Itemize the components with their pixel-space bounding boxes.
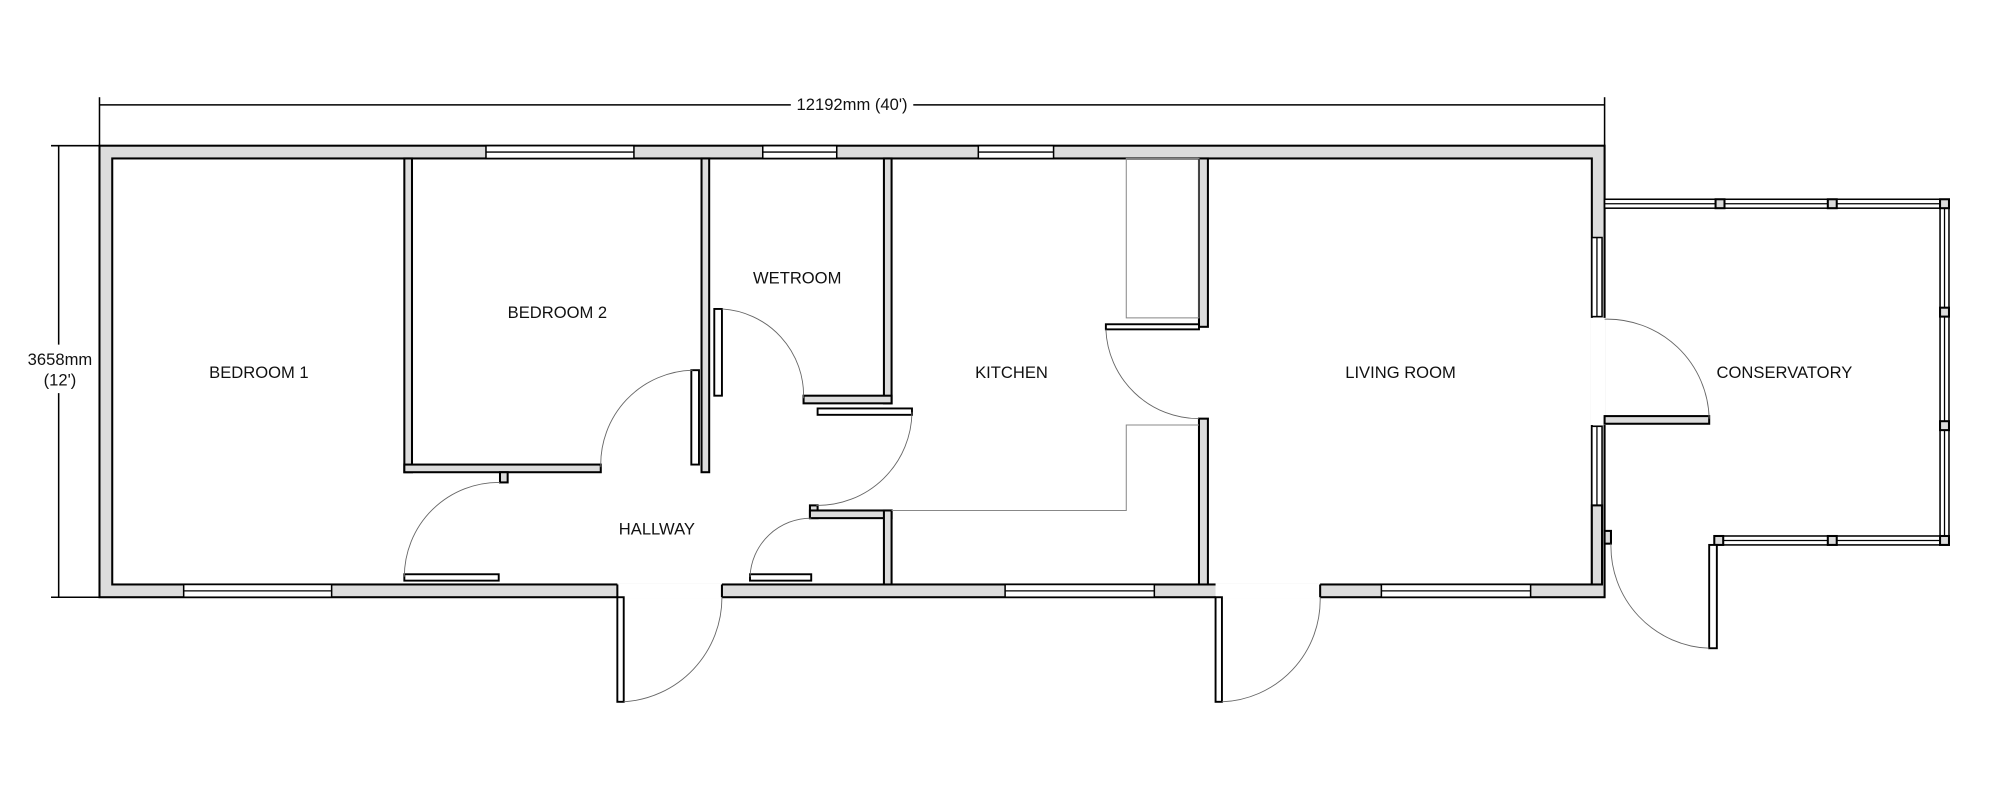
door-openings <box>616 317 1606 599</box>
width-dimension: 12192mm (40') <box>98 95 1606 146</box>
label-wetroom: WETROOM <box>753 268 841 287</box>
label-conservatory: CONSERVATORY <box>1717 363 1853 382</box>
kitchen-living-door[interactable] <box>1104 323 1200 331</box>
height-label-ft: (12') <box>44 370 77 389</box>
doors <box>403 307 1718 703</box>
label-bedroom-1: BEDROOM 1 <box>209 363 309 382</box>
label-bedroom-2: BEDROOM 2 <box>508 303 607 322</box>
label-kitchen: KITCHEN <box>975 363 1048 382</box>
exterior-walls <box>98 144 1606 599</box>
wetroom-door[interactable] <box>713 307 723 397</box>
windows <box>182 144 1603 598</box>
height-dimension: 3658mm (12') <box>28 144 100 598</box>
height-label-mm: 3658mm <box>28 350 92 369</box>
living-exterior-door[interactable] <box>1214 596 1223 703</box>
kitchen-counters <box>891 157 1200 511</box>
conservatory-walls <box>1603 198 1950 546</box>
label-hallway: HALLWAY <box>619 520 695 539</box>
width-label: 12192mm (40') <box>797 95 908 114</box>
bedroom2-door[interactable] <box>690 369 700 466</box>
bedroom1-door[interactable] <box>403 573 500 582</box>
room-labels: BEDROOM 1 BEDROOM 2 WETROOM KITCHEN LIVI… <box>209 268 1852 538</box>
front-door[interactable] <box>616 596 625 703</box>
kitchen-door-hall[interactable] <box>816 407 913 416</box>
conservatory-door[interactable] <box>1708 543 1718 650</box>
cupboard-door[interactable] <box>749 573 813 582</box>
label-living-room: LIVING ROOM <box>1345 363 1456 382</box>
interior-walls <box>403 157 1711 586</box>
